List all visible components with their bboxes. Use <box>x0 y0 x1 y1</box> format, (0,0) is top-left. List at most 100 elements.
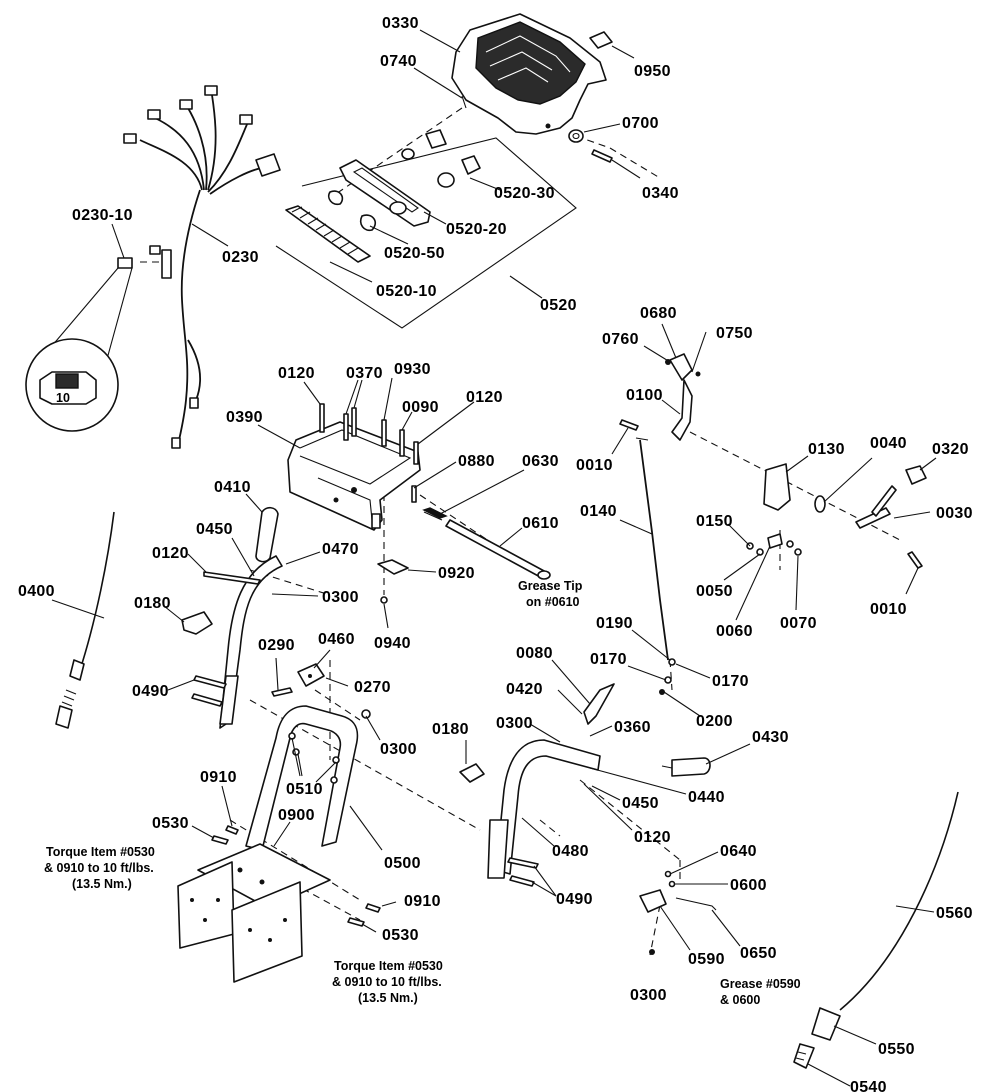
callout-0270: 0270 <box>354 679 391 696</box>
dash-cover-0330 <box>451 13 607 135</box>
callout-0290: 0290 <box>258 637 295 654</box>
callout-0060: 0060 <box>716 623 753 640</box>
callout-0630: 0630 <box>522 453 559 470</box>
small-parts-0050-0070 <box>746 533 802 556</box>
callout-0480: 0480 <box>552 843 589 860</box>
callout-0500: 0500 <box>384 855 421 872</box>
rod-0610 <box>445 519 551 580</box>
grease-tip-note-line2: on #0610 <box>526 595 580 609</box>
callout-0520-20: 0520-20 <box>446 221 507 238</box>
parts-0170-0200 <box>659 658 676 695</box>
callout-0520-30: 0520-30 <box>494 185 555 202</box>
callout-0520: 0520 <box>540 297 577 314</box>
callout-0100: 0100 <box>626 387 663 404</box>
bolt-0290 <box>271 687 293 697</box>
fuse-rating-text: 10 <box>56 391 70 405</box>
callout-0600: 0600 <box>730 877 767 894</box>
handle-frame-0500 <box>245 705 359 851</box>
spring-0880 <box>422 507 448 521</box>
bracket-0130 <box>763 463 791 511</box>
headlight-lens-0520-10 <box>285 205 371 263</box>
callout-0180-b: 0180 <box>432 721 469 738</box>
callout-0120-a: 0120 <box>278 365 315 382</box>
callout-0200: 0200 <box>696 713 733 730</box>
callout-0590: 0590 <box>688 951 725 968</box>
callout-0040: 0040 <box>870 435 907 452</box>
rod-0140 <box>635 437 669 661</box>
cable-0560 <box>793 791 959 1069</box>
callout-0190: 0190 <box>596 615 633 632</box>
callout-0050: 0050 <box>696 583 733 600</box>
screw-0010-right <box>907 551 923 569</box>
lever-0680 <box>665 353 701 441</box>
grease-0590-note-line2: & 0600 <box>720 993 760 1007</box>
callout-0120-c: 0120 <box>152 545 189 562</box>
callout-0150: 0150 <box>696 513 733 530</box>
callout-0750: 0750 <box>716 325 753 342</box>
callout-0920: 0920 <box>438 565 475 582</box>
callout-0520-50: 0520-50 <box>384 245 445 262</box>
callout-0370: 0370 <box>346 365 383 382</box>
callout-0610: 0610 <box>522 515 559 532</box>
bracket-0460 <box>297 663 325 687</box>
nut-0940 <box>380 596 388 604</box>
callout-0340: 0340 <box>642 185 679 202</box>
grease-tip-note-line1: Grease Tip <box>518 579 583 593</box>
wire-harness-0230 <box>123 85 281 449</box>
callout-0460: 0460 <box>318 631 355 648</box>
disc-0040 <box>814 495 826 513</box>
callout-0530-a: 0530 <box>152 815 189 832</box>
callout-0010-a: 0010 <box>576 457 613 474</box>
bolt-0120-left <box>203 571 261 585</box>
callout-0420: 0420 <box>506 681 543 698</box>
assembly-notes: Grease Tip on #0610 Torque Item #0530 & … <box>44 579 801 1007</box>
callout-0700: 0700 <box>622 115 659 132</box>
grip-0410 <box>255 506 279 563</box>
clip-0180-left <box>181 611 213 635</box>
pin-0740 <box>461 95 467 109</box>
chassis-plates <box>177 843 331 983</box>
headlight-assembly-box <box>275 137 577 329</box>
callout-0430: 0430 <box>752 729 789 746</box>
callout-0450-b: 0450 <box>622 795 659 812</box>
callout-0120-d: 0120 <box>634 829 671 846</box>
clip-0950 <box>589 31 613 49</box>
callout-0900: 0900 <box>278 807 315 824</box>
torque-note-right-line3: (13.5 Nm.) <box>358 991 418 1005</box>
callout-0470: 0470 <box>322 541 359 558</box>
callout-0320: 0320 <box>932 441 969 458</box>
callout-0170-a: 0170 <box>590 651 627 668</box>
clip-0180-right <box>459 763 485 783</box>
callout-0170-b: 0170 <box>712 673 749 690</box>
callout-0180-a: 0180 <box>134 595 171 612</box>
callout-0680: 0680 <box>640 305 677 322</box>
callout-0410: 0410 <box>214 479 251 496</box>
callout-0230-10: 0230-10 <box>72 207 133 224</box>
cable-0400 <box>55 511 115 729</box>
callout-0120-b: 0120 <box>466 389 503 406</box>
callout-0540: 0540 <box>850 1079 887 1092</box>
bolts-0490-right <box>507 857 539 887</box>
bolts-0910-0530 <box>211 825 381 927</box>
callout-0090: 0090 <box>402 399 439 416</box>
callout-0910-a: 0910 <box>200 769 237 786</box>
screw-0010-top <box>619 419 639 431</box>
clip-0920 <box>377 559 409 575</box>
callout-0230: 0230 <box>222 249 259 266</box>
torque-note-right-line1: Torque Item #0530 <box>334 959 443 973</box>
callout-0300-b: 0300 <box>380 741 417 758</box>
callout-0740: 0740 <box>380 53 417 70</box>
callout-0140: 0140 <box>580 503 617 520</box>
callout-0490-b: 0490 <box>556 891 593 908</box>
callout-0760: 0760 <box>602 331 639 348</box>
callout-0300-d: 0300 <box>630 987 667 1004</box>
callout-0390: 0390 <box>226 409 263 426</box>
callout-0560: 0560 <box>936 905 973 922</box>
callout-0930: 0930 <box>394 361 431 378</box>
knob-0320 <box>905 465 927 485</box>
fuse-0230-10: 10 <box>25 245 161 432</box>
callout-0450-a: 0450 <box>196 521 233 538</box>
callout-0490-a: 0490 <box>132 683 169 700</box>
callout-0300-a: 0300 <box>322 589 359 606</box>
